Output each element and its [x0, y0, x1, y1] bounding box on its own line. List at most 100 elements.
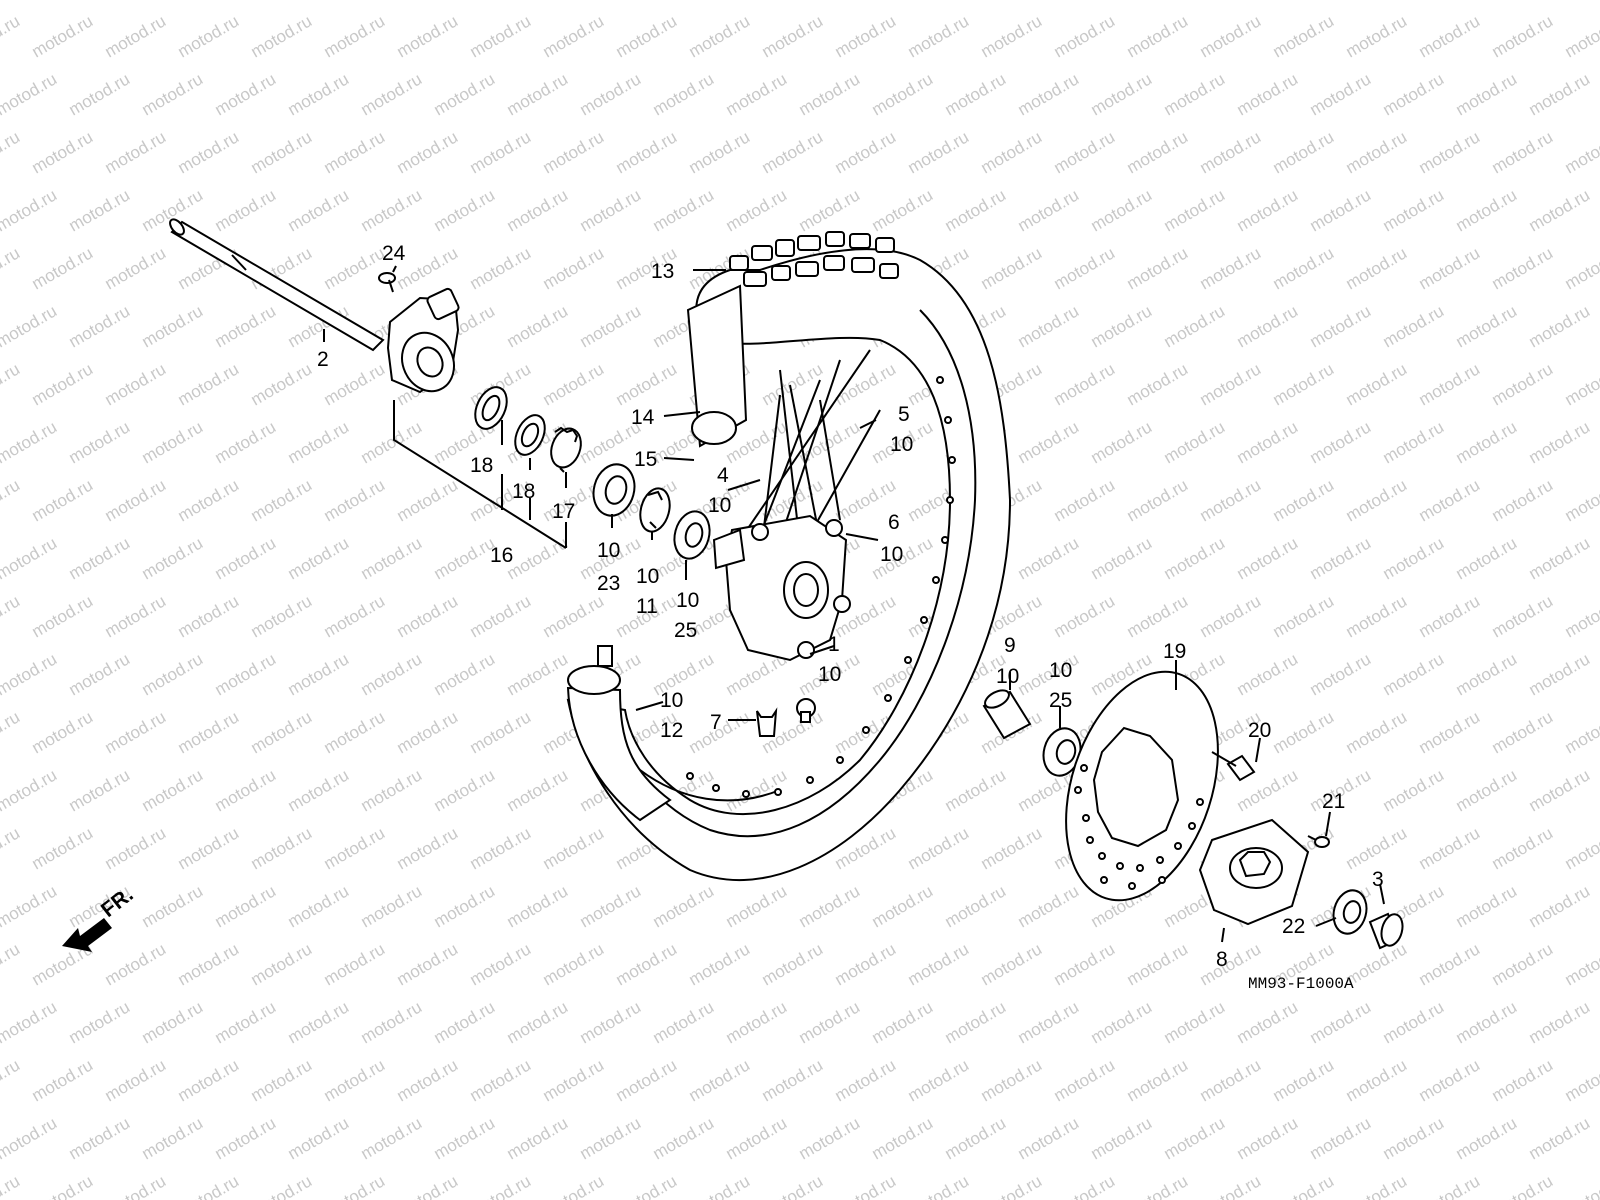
watermark-text: motod.ru — [1526, 417, 1594, 467]
screw — [1307, 835, 1330, 848]
inner-tube — [566, 645, 672, 822]
watermark-text: motod.ru — [796, 1113, 864, 1163]
watermark-text: motod.ru — [1197, 11, 1265, 61]
watermark-text: motod.ru — [394, 11, 462, 61]
callout-18: 18 — [470, 454, 493, 477]
watermark-text: motod.ru — [905, 1055, 973, 1105]
callout-25: 25 — [1049, 689, 1072, 712]
watermark-text: motod.ru — [796, 185, 864, 235]
watermark-text: motod.ru — [1380, 765, 1448, 815]
watermark-text: motod.ru — [1234, 533, 1302, 583]
watermark-text: motod.ru — [66, 765, 134, 815]
watermark-text: motod.ru — [1453, 69, 1521, 119]
watermark-text: motod.ru — [1051, 475, 1119, 525]
watermark-text: motod.ru — [394, 707, 462, 757]
wheel-hub — [712, 514, 851, 662]
watermark-text: motod.ru — [139, 69, 207, 119]
watermark-text: motod.ru — [832, 127, 900, 177]
watermark-text: motod.ru — [29, 591, 97, 641]
watermark-text: motod.ru — [0, 533, 60, 583]
watermark-text: motod.ru — [978, 11, 1046, 61]
watermark-text: motod.ru — [321, 591, 389, 641]
watermark-text: motod.ru — [139, 649, 207, 699]
bearing — [1042, 727, 1082, 777]
watermark-text: motod.ru — [723, 881, 791, 931]
watermark-text: motod.ru — [66, 0, 134, 3]
watermark-text: motod.ru — [29, 1171, 97, 1200]
watermark-text: motod.ru — [29, 1055, 97, 1105]
watermark-text: motod.ru — [1416, 127, 1484, 177]
callout-10: 10 — [660, 689, 683, 712]
callout-19: 19 — [1163, 640, 1186, 663]
watermark-text: motod.ru — [1453, 765, 1521, 815]
watermark-text: motod.ru — [102, 823, 170, 873]
watermark-text: motod.ru — [102, 1171, 170, 1200]
watermark-text: motod.ru — [1088, 417, 1156, 467]
watermark-text: motod.ru — [285, 881, 353, 931]
watermark-text: motod.ru — [358, 0, 426, 3]
watermark-text: motod.ru — [1453, 533, 1521, 583]
watermark-text: motod.ru — [431, 997, 499, 1047]
watermark-text: motod.ru — [0, 185, 60, 235]
speedometer-gear — [550, 426, 582, 473]
watermark-text: motod.ru — [1526, 301, 1594, 351]
watermark-text: motod.ru — [1453, 301, 1521, 351]
watermark-text: motod.ru — [285, 649, 353, 699]
watermark-text: motod.ru — [285, 417, 353, 467]
watermark-text: motod.ru — [905, 1171, 973, 1200]
watermark-text: motod.ru — [212, 301, 280, 351]
watermark-text: motod.ru — [577, 69, 645, 119]
watermark-text: motod.ru — [1307, 69, 1375, 119]
watermark-text: motod.ru — [540, 1171, 608, 1200]
watermark-text: motod.ru — [1489, 127, 1557, 177]
callout-17: 17 — [552, 500, 575, 523]
watermark-text: motod.ru — [248, 11, 316, 61]
watermark-text: motod.ru — [504, 997, 572, 1047]
callout-5: 5 — [898, 403, 910, 426]
watermark-text: motod.ru — [1051, 127, 1119, 177]
watermark-text: motod.ru — [394, 475, 462, 525]
watermark-text: motod.ru — [1416, 359, 1484, 409]
watermark-text: motod.ru — [723, 0, 791, 3]
callout-4: 4 — [717, 464, 729, 487]
watermark-text: motod.ru — [139, 533, 207, 583]
watermark-text: motod.ru — [650, 185, 718, 235]
callout-1: 1 — [828, 633, 840, 656]
watermark-text: motod.ru — [1270, 1055, 1338, 1105]
watermark-text: motod.ru — [0, 11, 23, 61]
watermark-text: motod.ru — [577, 1113, 645, 1163]
watermark-text: motod.ru — [1526, 765, 1594, 815]
watermark-text: motod.ru — [869, 69, 937, 119]
watermark-text: motod.ru — [1380, 69, 1448, 119]
watermark-text: motod.ru — [1343, 1055, 1411, 1105]
watermark-text: motod.ru — [212, 997, 280, 1047]
watermark-text: motod.ru — [66, 997, 134, 1047]
watermark-text: motod.ru — [0, 0, 60, 3]
watermark-text: motod.ru — [1489, 243, 1557, 293]
watermark-text: motod.ru — [431, 533, 499, 583]
watermark-text: motod.ru — [504, 0, 572, 3]
callout-14: 14 — [631, 406, 655, 429]
watermark-text: motod.ru — [1234, 301, 1302, 351]
callout-10: 10 — [597, 539, 620, 562]
watermark-text: motod.ru — [978, 127, 1046, 177]
callout-12: 12 — [660, 719, 683, 742]
watermark-text: motod.ru — [358, 69, 426, 119]
watermark-text: motod.ru — [0, 475, 23, 525]
watermark-text: motod.ru — [1015, 533, 1083, 583]
watermark-text: motod.ru — [358, 185, 426, 235]
callout-6-qty: 10 — [880, 543, 903, 566]
watermark-text: motod.ru — [139, 997, 207, 1047]
callout-2: 2 — [317, 348, 329, 371]
watermark-text: motod.ru — [66, 185, 134, 235]
speedometer-drive-plate — [1198, 818, 1310, 926]
watermark-text: motod.ru — [1015, 301, 1083, 351]
watermark-text: motod.ru — [577, 997, 645, 1047]
watermark-text: motod.ru — [394, 127, 462, 177]
watermark-text: motod.ru — [942, 765, 1010, 815]
watermark-text: motod.ru — [29, 127, 97, 177]
watermark-text: motod.ru — [66, 69, 134, 119]
watermark-text: motod.ru — [1124, 11, 1192, 61]
brake-disc — [1065, 670, 1219, 902]
